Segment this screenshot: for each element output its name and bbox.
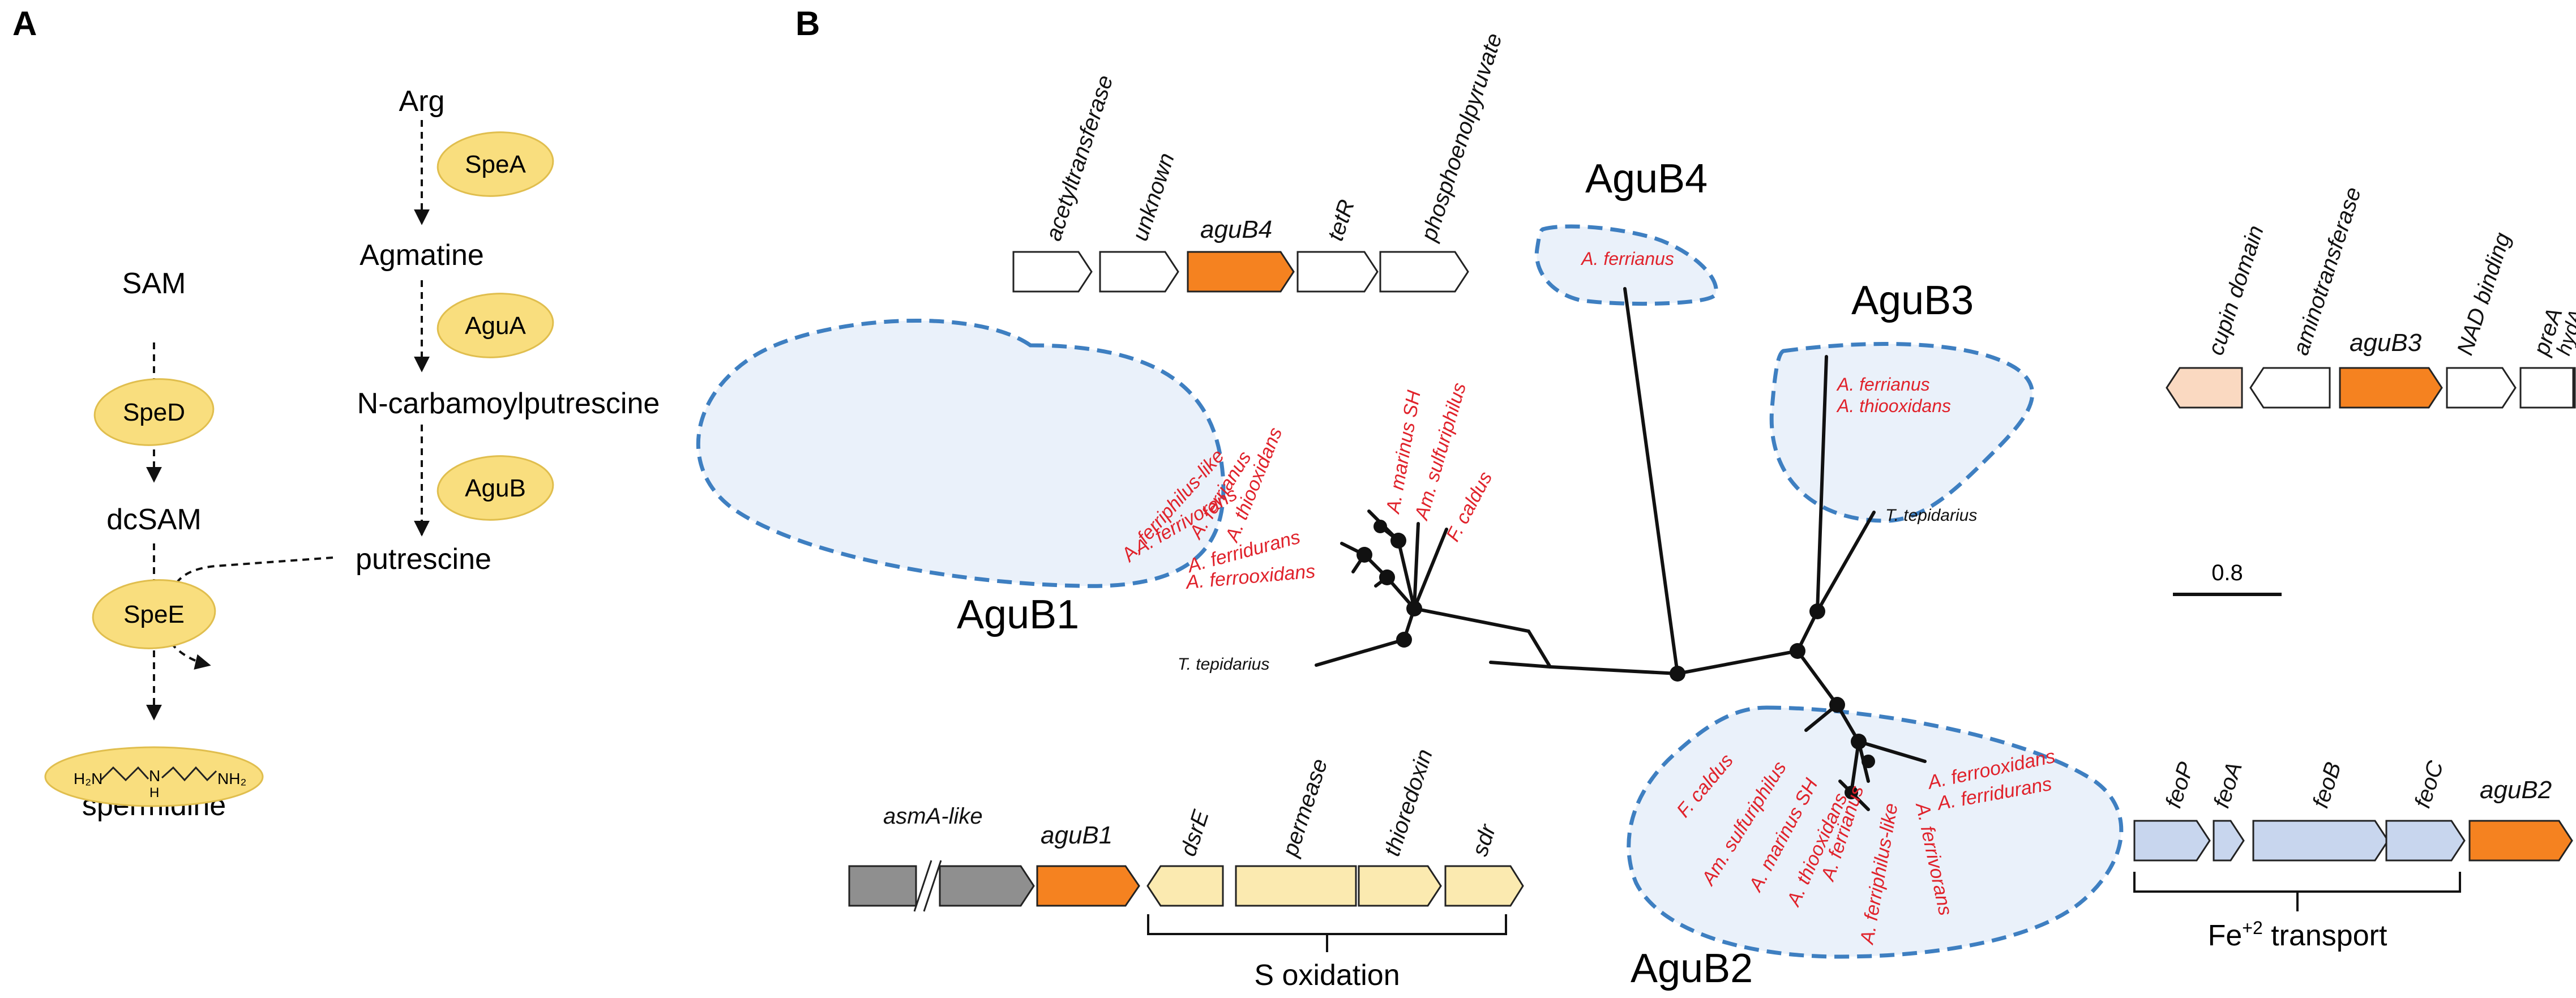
structure-n: N [149,767,160,785]
gene-label: feoA [2209,759,2247,811]
cluster-label-agub2: AguB2 [1631,946,1753,991]
tree-branches [1315,287,1927,811]
gene-unknown [1099,251,1179,293]
gene-label: acetyltransferase [1041,72,1118,243]
gene-feoa [2213,820,2245,862]
operon-agub3: cupin domain aminotransferase aguB3 NAD … [2166,184,2576,409]
cluster-label-agub1: AguB1 [957,592,1079,637]
bracket-s-oxidation [1147,914,1507,952]
cluster-agub4 [1534,224,1718,306]
gene-label: feoB [2308,759,2346,811]
gene-prea [2519,367,2574,409]
spermidine-structure: H₂N N H NH₂ [44,746,264,807]
gene-nad-binding [2446,367,2517,409]
gene-label: dsrE [1176,807,1214,859]
gene-feoc [2385,820,2466,862]
metabolite-arg: Arg [399,85,445,118]
structure-h: H [149,785,159,800]
enzyme-agua: AguA [437,293,554,358]
gene-agub1 [1036,865,1140,907]
scale-bar-label: 0.8 [2211,560,2243,585]
gene-label: aguB2 [2480,776,2552,804]
gene-label: permease [1277,756,1332,860]
enzyme-label: SpeE [123,601,185,628]
gene-hyda [2572,367,2576,409]
gene-label: phosphoenolpyruvate [1416,30,1507,244]
link-putrescine-spee [172,556,333,589]
gene-thioredoxin [1358,865,1442,907]
gene-agub4 [1187,251,1295,293]
outgroup-t-tepidarius-3: T. tepidarius [1885,506,1977,525]
outgroup-t-tepidarius-1: T. tepidarius [1178,655,1269,674]
gene-dsre [1146,865,1224,907]
gene-feop [2133,820,2211,862]
phylogenetic-tree: AguB1 AguB4 AguB3 AguB2 A. thiooxidans A… [696,156,2282,991]
gene-label: cupin domain [2203,222,2269,358]
species-agub4-0: A. ferrianus [1580,249,1674,269]
gene-label: sdr [1467,821,1501,859]
gene-label: NAD binding [2453,230,2515,358]
cluster-label-agub4: AguB4 [1585,156,1708,202]
enzyme-label: SpeD [123,399,185,426]
metabolite-sam: SAM [122,267,186,300]
gene-label: feoC [2410,757,2449,811]
structure-amine-left: H₂N [74,770,102,787]
gene-label: tetR [1323,196,1360,243]
gene-label: feoP [2161,759,2199,811]
enzyme-label: SpeA [465,151,526,178]
bracket-fe-transport [2133,872,2461,911]
tree-nodes [1357,520,1875,799]
metabolite-putrescine: putrescine [356,543,491,576]
fe-transport-label: Fe+2 transport [2208,918,2387,952]
enzyme-sped: SpeD [93,378,215,446]
gene-feob [2252,820,2389,862]
enzyme-label: AguB [465,474,526,502]
cluster-agub1 [696,318,1226,588]
species-label: F. caldus [1442,468,1496,545]
arrow-spee-byproduct [157,622,211,670]
metabolite-dcsam: dcSAM [106,503,202,536]
gene-acetyltransferase [1012,251,1093,293]
enzyme-spee: SpeE [92,579,216,649]
gene-label: thioredoxin [1380,746,1437,859]
gene-aminotransferase [2249,367,2331,409]
species-agub3-0: A. ferrianus [1836,374,1930,395]
panel-label-a: A [12,5,37,42]
metabolite-ncp: N-carbamoylputrescine [357,387,660,420]
species-agub3-1: A. thiooxidans [1836,396,1951,416]
cluster-agub2 [1627,705,2124,959]
operon-agub4: acetyltransferase unknown aguB4 tetR pho… [1012,30,1507,293]
gene-label: asmA-like [883,804,983,829]
gene-label: unknown [1128,150,1179,244]
gene-phosphoenolpyruvate [1379,251,1469,293]
enzyme-agub: AguB [437,455,554,521]
gene-agub2 [2468,820,2573,862]
gene-label: aguB4 [1200,216,1272,243]
structure-amine-right: NH₂ [217,770,246,787]
pathway-diagram: Arg Agmatine N-carbamoylputrescine putre… [44,85,660,822]
metabolite-agmatine: Agmatine [360,239,484,272]
gene-label: aguB3 [2350,329,2422,357]
enzyme-label: AguA [465,312,526,340]
cluster-label-agub3: AguB3 [1851,278,1974,323]
gene-label: aguB1 [1041,821,1112,849]
panel-label-b: B [795,5,820,42]
gene-asma-like-b [939,865,1035,907]
gene-tetr [1296,251,1379,293]
s-oxidation-label: S oxidation [1254,959,1400,992]
operon-agub1: asmA-like aguB1 dsrE permease thioredoxi… [848,746,1524,992]
gene-sdr [1444,865,1524,907]
enzyme-spea: SpeA [437,131,554,197]
gene-agub3 [2339,367,2443,409]
gene-permease [1235,865,1357,907]
cluster-agub3 [1769,342,2035,523]
operon-agub2: feoP feoA feoB feoC aguB2 Fe+2 transport [2133,757,2573,952]
gene-cupin-domain [2166,367,2243,409]
gene-asma-like-a [848,865,917,907]
